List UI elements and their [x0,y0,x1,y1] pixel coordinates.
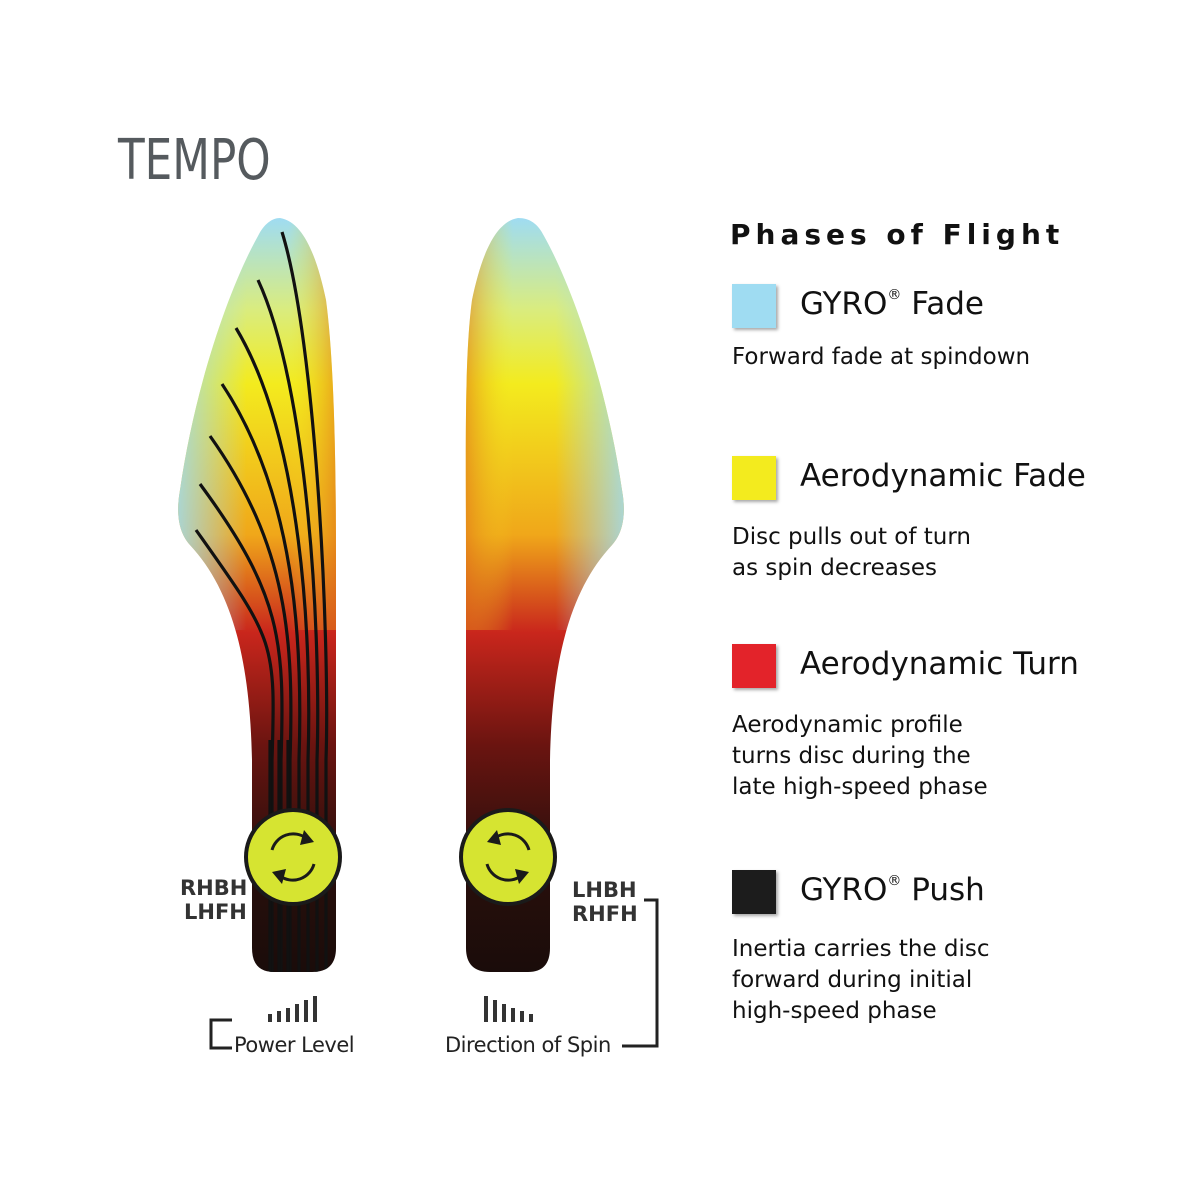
flight-line [194,529,275,972]
hand-label-lhbh: LHBH [572,878,637,902]
right-hand-labels: LHBH RHFH [572,878,638,926]
swatch-gyro-fade [732,284,776,328]
legend-label: GYRO® Fade [800,286,984,322]
power-level-bracket [209,1018,232,1050]
direction-of-spin-label: Direction of Spin [445,1033,611,1057]
right-flight-shape [329,218,624,972]
legend-description: Forward fade at spindown [732,344,1031,370]
legend-description: Disc pulls out of turn as spin decreases [732,524,971,581]
hand-label-lhfh: LHFH [184,900,247,924]
legend-label: Aerodynamic Fade [800,458,1086,494]
hand-label-rhbh: RHBH [180,876,248,900]
direction-of-spin-icon [484,996,533,1022]
counterclockwise-spin-icon [459,808,557,906]
power-level-icon [268,996,317,1022]
swatch-aero-fade [732,456,776,500]
legend-label: GYRO® Push [800,872,985,908]
legend-label: Aerodynamic Turn [800,646,1079,682]
flight-diagram [178,218,659,1050]
flight-line [234,327,311,972]
hand-label-rhfh: RHFH [572,902,638,926]
legend-heading: Phases of Flight [730,218,1065,251]
flight-line [220,383,302,972]
left-flight-lines [194,231,329,972]
page-title: TEMPO [118,128,271,193]
flight-line [280,231,329,972]
swatch-gyro-push [732,870,776,914]
left-hand-labels: RHBH LHFH [180,876,247,924]
flight-line [256,279,320,972]
swatch-aero-turn [732,644,776,688]
legend-description: Aerodynamic profile turns disc during th… [732,712,988,800]
flight-line [329,530,406,972]
direction-bracket [622,898,659,1048]
flight-line [198,483,284,972]
clockwise-spin-icon [244,808,342,906]
flight-line [208,435,293,972]
power-level-label: Power Level [234,1033,355,1057]
legend-description: Inertia carries the disc forward during … [732,936,990,1024]
